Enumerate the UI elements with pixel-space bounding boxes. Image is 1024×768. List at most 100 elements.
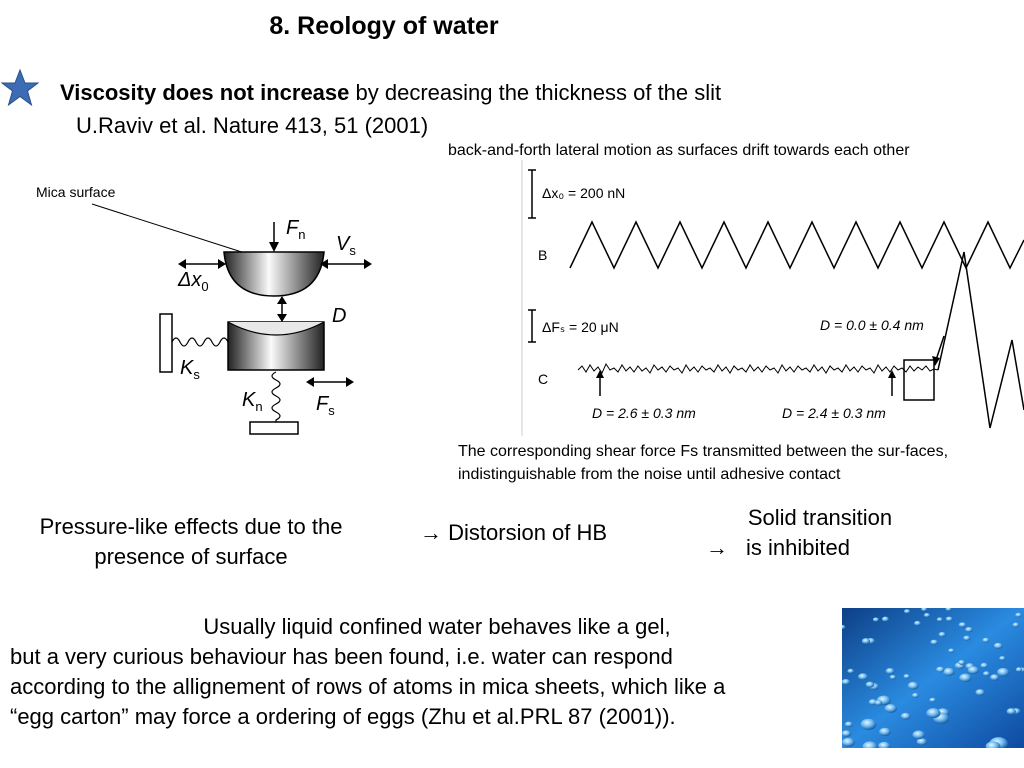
water-droplet xyxy=(879,727,891,736)
mica-pointer-line xyxy=(91,203,249,255)
water-droplet xyxy=(847,668,854,674)
water-droplet xyxy=(862,741,878,748)
arrow-icon: → xyxy=(706,535,728,560)
claim-rest: by decreasing the thickness of the slit xyxy=(349,80,722,105)
d-label: D xyxy=(332,305,346,327)
star-icon xyxy=(0,68,40,107)
water-droplet xyxy=(874,700,883,706)
water-droplet xyxy=(993,642,1003,649)
water-droplet xyxy=(945,608,952,612)
water-droplet xyxy=(929,697,937,703)
water-droplet xyxy=(872,617,879,622)
water-droplet xyxy=(958,622,967,628)
water-droplet xyxy=(1015,667,1023,672)
distance-1-label: D = 2.6 ± 0.3 nm xyxy=(592,405,696,421)
trace-c-contact xyxy=(937,251,1024,429)
pressure-effects-text: Pressure-like effects due to the presenc… xyxy=(39,514,343,569)
c-scale-label: ΔFₛ = 20 μN xyxy=(542,319,619,335)
water-droplet xyxy=(1006,708,1016,715)
water-droplet xyxy=(914,620,921,626)
water-droplet xyxy=(842,679,851,685)
fs-label: Fs xyxy=(316,393,335,418)
water-droplet xyxy=(912,730,925,740)
water-droplet xyxy=(943,667,955,676)
trace-b-label: B xyxy=(538,247,547,263)
reference-text: U.Raviv et al. Nature 413, 51 (2001) xyxy=(76,113,429,138)
distorsion-text: → Distorsion of HB xyxy=(420,520,607,546)
water-droplet xyxy=(904,609,911,614)
ks-label: Ks xyxy=(180,357,200,382)
water-droplet xyxy=(936,666,945,673)
water-droplet xyxy=(926,708,941,719)
water-droplet xyxy=(858,673,868,681)
water-droplet xyxy=(912,693,919,698)
water-droplet xyxy=(975,689,985,696)
water-droplet xyxy=(878,741,891,748)
water-droplet xyxy=(884,704,897,713)
water-droplet xyxy=(861,638,871,645)
water-droplet xyxy=(930,639,938,645)
distorsion-label: Distorsion of HB xyxy=(448,520,608,545)
water-droplet xyxy=(985,741,1001,748)
claim-bold: Viscosity does not increase xyxy=(60,80,350,105)
arrow-icon: → xyxy=(420,520,442,545)
water-droplet xyxy=(963,635,971,641)
water-droplet xyxy=(881,616,889,622)
solid-transition-line2: → is inhibited xyxy=(706,535,850,561)
water-droplet xyxy=(983,671,990,677)
water-droplet xyxy=(967,666,980,675)
fn-label: Fn xyxy=(286,217,305,242)
dx0-label: Δx0 xyxy=(177,269,209,294)
water-droplet xyxy=(889,675,897,680)
claim-text: Viscosity does not increase by decreasin… xyxy=(60,80,721,106)
b-scale-label: Δx₀ = 200 nN xyxy=(542,185,625,201)
water-droplet xyxy=(900,712,911,720)
water-droplet xyxy=(860,718,877,730)
trace-c-noise xyxy=(577,362,939,375)
water-droplet xyxy=(959,673,972,683)
water-droplet xyxy=(903,674,910,679)
caption-lateral-motion: back-and-forth lateral motion as surface… xyxy=(448,142,910,159)
water-droplet xyxy=(1012,622,1020,628)
water-droplet xyxy=(885,668,895,675)
water-droplet xyxy=(958,660,966,665)
kn-label: Kn xyxy=(242,389,263,414)
solid-transition-text: Solid transition xyxy=(747,505,893,530)
contact-distance-label: D = 0.0 ± 0.4 nm xyxy=(820,317,924,333)
water-droplet xyxy=(844,721,853,728)
water-droplet xyxy=(923,613,931,618)
trace-c-label: C xyxy=(538,371,548,387)
water-droplet xyxy=(982,637,990,643)
water-droplet xyxy=(1015,612,1022,618)
water-droplet xyxy=(842,730,852,737)
upper-mica-lens xyxy=(223,251,325,297)
paragraph-line-2: but a very curious behaviour has been fo… xyxy=(10,644,673,669)
water-droplet xyxy=(842,737,855,747)
paragraph-line-4: “egg carton” may force a ordering of egg… xyxy=(10,704,676,729)
surface-force-apparatus-diagram: Fn Vs Δx0 D Ks Kn Fs xyxy=(159,217,372,435)
water-droplet xyxy=(980,662,988,669)
distance-2-label: D = 2.4 ± 0.3 nm xyxy=(782,405,886,421)
water-droplet xyxy=(865,681,875,688)
water-droplet xyxy=(916,738,927,746)
water-droplet xyxy=(990,674,1000,681)
trace-b-line xyxy=(569,220,1024,270)
water-droplet xyxy=(936,617,943,622)
water-droplet xyxy=(842,624,846,630)
water-droplet xyxy=(945,616,953,622)
water-droplet xyxy=(907,681,919,690)
slide-title: 8. Reology of water xyxy=(269,12,499,40)
inhibited-label: is inhibited xyxy=(746,535,850,560)
water-droplet xyxy=(948,648,955,653)
vs-label: Vs xyxy=(336,233,356,258)
water-droplet xyxy=(921,608,928,612)
water-droplets-photo xyxy=(842,608,1024,748)
water-droplet xyxy=(965,627,973,633)
caption-shear-force: The corresponding shear force Fs transmi… xyxy=(458,443,949,483)
water-droplet xyxy=(938,632,946,637)
water-droplet xyxy=(999,656,1006,661)
mica-surface-label: Mica surface xyxy=(36,184,116,200)
shear-force-graph: Δx₀ = 200 nN B ΔFₛ = 20 μN C D = 0.0 ± 0… xyxy=(521,160,1024,436)
paragraph-line-1: Usually liquid confined water behaves li… xyxy=(203,614,671,639)
water-droplet xyxy=(997,667,1010,677)
